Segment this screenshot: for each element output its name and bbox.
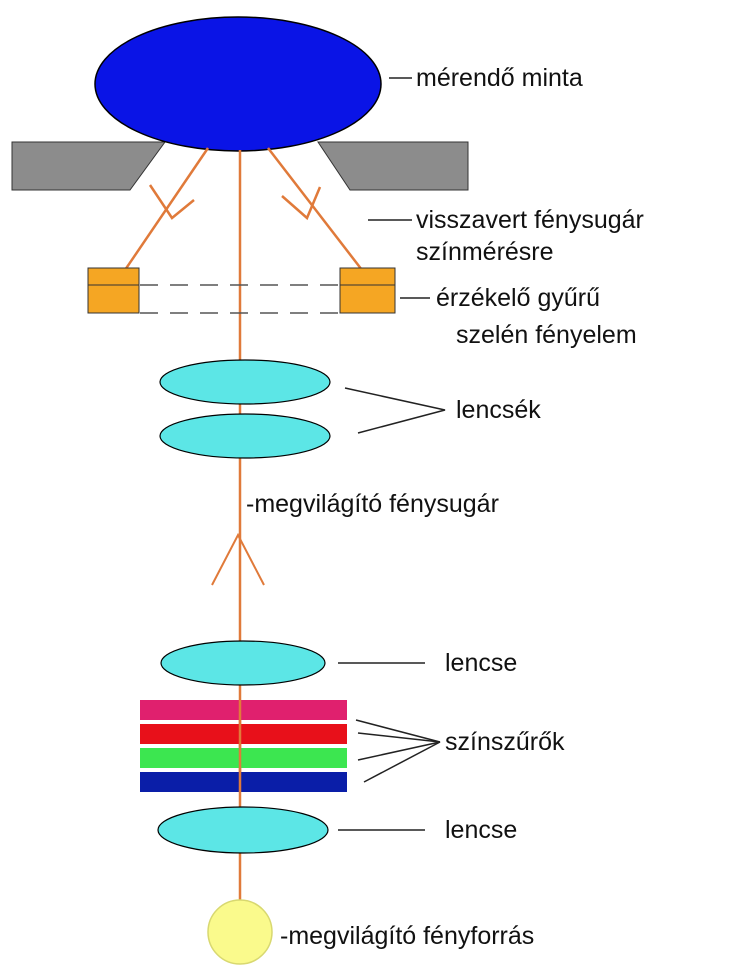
reflected-rays — [123, 147, 363, 271]
filter-red — [140, 724, 347, 744]
label-illum-beam: -megvilágító fénysugár — [246, 490, 499, 518]
beam-arrow — [211, 532, 265, 586]
label-lenses: lencsék — [456, 396, 541, 424]
label-sample: mérendő minta — [416, 64, 583, 92]
label-light-source: -megvilágító fényforrás — [280, 922, 534, 950]
sample-holder-right — [317, 141, 469, 191]
label-reflected-line1: visszavert fénysugár — [416, 206, 644, 234]
lens-upper-1 — [159, 359, 331, 405]
label-lens-upper: lencse — [445, 649, 517, 677]
label-filters: színszűrők — [445, 728, 565, 756]
lens-lower-1 — [160, 640, 326, 686]
filter-green — [140, 748, 347, 768]
leader-lines — [338, 77, 446, 831]
lens-upper-2 — [159, 413, 331, 459]
label-sensor-line1: érzékelő gyűrű — [436, 284, 600, 312]
light-source-circle — [207, 899, 273, 965]
sample-holder-left — [11, 141, 166, 191]
sensor-block-left — [87, 267, 140, 314]
filter-blue — [140, 772, 347, 792]
sensor-block-right — [339, 267, 396, 314]
lens-lower-2 — [157, 806, 329, 854]
sample-ellipse — [94, 16, 382, 152]
label-sensor-line2: szelén fényelem — [456, 321, 637, 349]
filter-magenta — [140, 700, 347, 720]
label-reflected-line2: színmérésre — [416, 238, 554, 266]
label-lens-lower: lencse — [445, 816, 517, 844]
